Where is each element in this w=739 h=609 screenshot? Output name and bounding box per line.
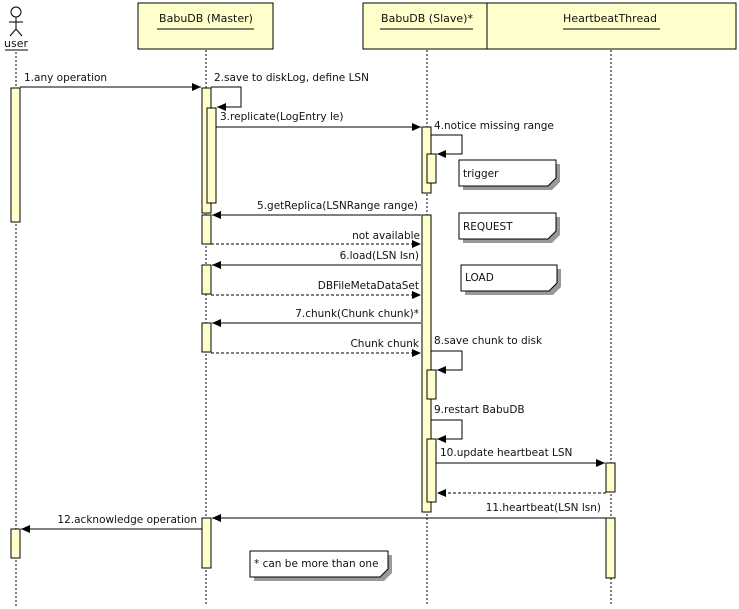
note-request-text: REQUEST	[463, 221, 513, 233]
activation-slave-4	[426, 369, 437, 400]
activation-heartbeat-2	[605, 517, 616, 579]
participant-slave-label: BabuDB (Slave)*	[381, 12, 473, 25]
note-load[interactable]: LOAD	[460, 264, 561, 295]
message-return-chunk-label: Chunk chunk	[350, 338, 419, 350]
note-trigger-text: trigger	[463, 168, 499, 180]
actor-user-label: user	[4, 37, 28, 50]
participant-master[interactable]: BabuDB (Master)	[137, 2, 274, 50]
message-9-arrow[interactable]	[431, 419, 463, 443]
participant-heartbeat[interactable]: HeartbeatThread	[486, 2, 737, 50]
stick-figure-icon	[9, 6, 23, 37]
note-request[interactable]: REQUEST	[458, 212, 560, 243]
participant-heartbeat-label: HeartbeatThread	[563, 12, 657, 25]
activation-user-1	[10, 87, 21, 223]
message-4-label: 4.notice missing range	[434, 120, 554, 132]
note-footnote-text: * can be more than one	[254, 558, 379, 570]
note-load-text: LOAD	[465, 272, 494, 284]
message-3-label: 3.replicate(LogEntry le)	[220, 111, 343, 123]
activation-master-4	[201, 264, 212, 295]
note-trigger[interactable]: trigger	[458, 159, 560, 190]
message-8-label: 8.save chunk to disk	[434, 335, 543, 347]
activation-master-3	[201, 214, 212, 245]
message-11-label: 11.heartbeat(LSN lsn)	[486, 502, 601, 514]
note-footnote[interactable]: * can be more than one	[249, 550, 392, 581]
activation-master-6	[201, 517, 212, 569]
message-5-label: 5.getReplica(LSNRange range)	[257, 200, 418, 212]
participant-slave[interactable]: BabuDB (Slave)*	[362, 2, 488, 50]
participant-master-label: BabuDB (Master)	[159, 12, 253, 25]
message-12-label: 12.acknowledge operation	[57, 514, 197, 526]
message-6-label: 6.load(LSN lsn)	[340, 250, 419, 262]
message-2-arrow[interactable]	[211, 86, 242, 111]
activation-user-2	[10, 528, 21, 559]
activation-master-5	[201, 322, 212, 353]
message-9-label: 9.restart BabuDB	[434, 404, 525, 416]
message-return-metadata-label: DBFileMetaDataSet	[318, 280, 419, 292]
activation-master-2	[206, 107, 217, 204]
message-1-label: 1.any operation	[24, 72, 107, 84]
activation-heartbeat-1	[605, 462, 616, 493]
message-8-arrow[interactable]	[431, 350, 463, 374]
message-return-not-available-label: not available	[352, 230, 420, 242]
activation-slave-3	[421, 214, 432, 513]
message-2-label: 2.save to diskLog, define LSN	[214, 72, 369, 84]
actor-user[interactable]: user	[4, 6, 28, 51]
activation-slave-5	[426, 438, 437, 503]
message-4-arrow[interactable]	[431, 134, 463, 158]
message-7-label: 7.chunk(Chunk chunk)*	[295, 308, 419, 320]
activation-slave-2	[426, 153, 437, 184]
message-10-label: 10.update heartbeat LSN	[440, 447, 572, 459]
